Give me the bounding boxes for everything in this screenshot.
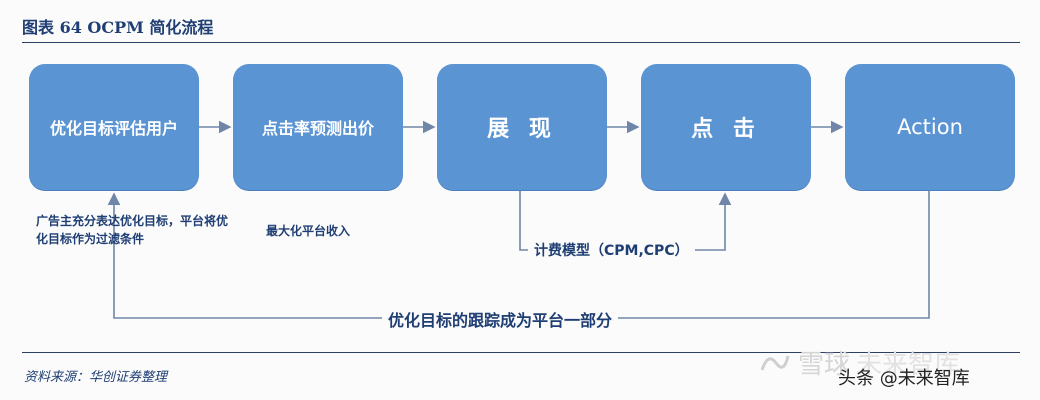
watermark-logo: 雪球 未来智库 — [758, 344, 960, 381]
billing-model-label: 计费模型（CPM,CPC） — [528, 240, 695, 260]
step-click: 点 击 — [641, 64, 811, 190]
tracking-loop-connector — [107, 190, 930, 319]
step-impression: 展 现 — [437, 64, 607, 190]
step-ctr-predict-bid: 点击率预测出价 — [233, 64, 403, 190]
step-optimize-evaluate-users: 优化目标评估用户 — [29, 64, 199, 190]
watermark-logo-text: 雪球 — [798, 350, 851, 380]
note-advertiser: 广告主充分表达优化目标，平台将优化目标作为过滤条件 — [36, 214, 229, 246]
title-underline — [22, 42, 1020, 43]
chart-title: 图表 64 OCPM 简化流程 — [22, 18, 214, 37]
watermark-credit: 头条 @未来智库 — [838, 368, 970, 389]
tracking-label: 优化目标的跟踪成为平台一部分 — [382, 307, 619, 331]
source-note: 资料来源：华创证券整理 — [24, 370, 168, 385]
snowball-logo-icon — [760, 355, 790, 370]
step-action: Action — [845, 64, 1015, 190]
note-maximize-revenue: 最大化平台收入 — [266, 224, 351, 238]
watermark-faded-text: 未来智库 — [856, 350, 961, 380]
footer-divider — [22, 352, 1020, 353]
